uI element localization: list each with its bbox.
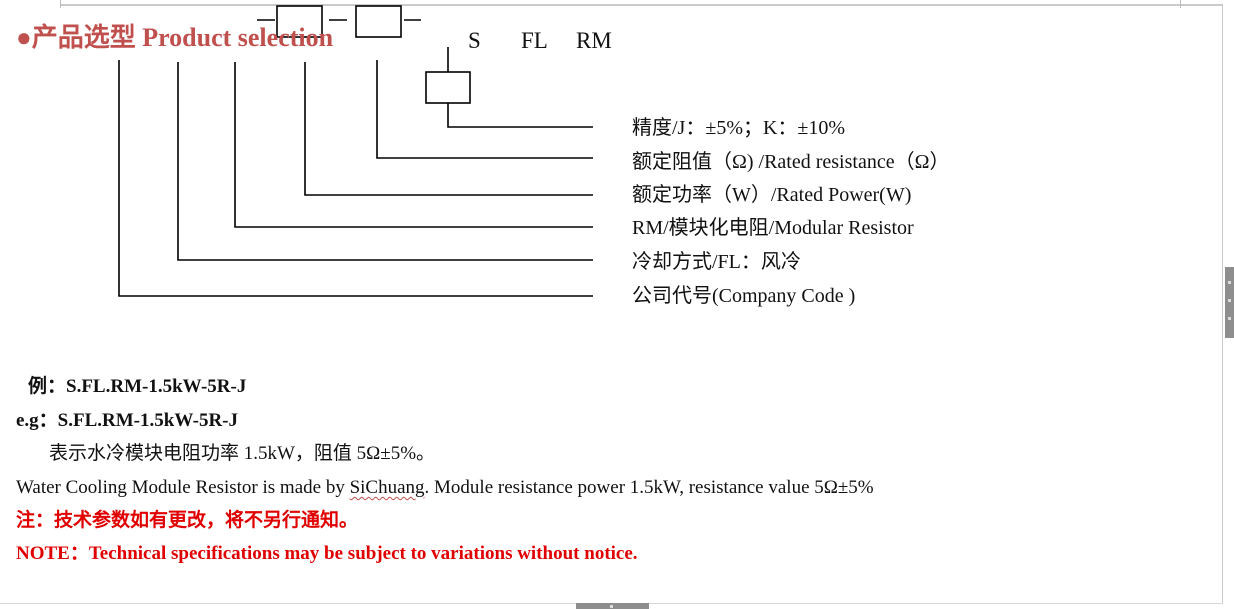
brand-name: SiChuang [349,477,425,498]
note-en: NOTE：Technical specifications may be sub… [16,543,638,564]
leader-line-company [118,60,593,297]
description-cn: 表示水冷模块电阻功率 1.5kW，阻值 5Ω±5%。 [49,443,436,464]
example-cn: 例：S.FL.RM-1.5kW-5R-J [28,376,247,397]
leader-line-resistance [376,60,593,159]
margin-tick [1180,0,1181,8]
label-tolerance: 精度/J：±5%；K：±10% [632,117,846,139]
margin-tick [60,0,61,8]
leader-line-modular [234,62,593,228]
code-part-modular: RM [576,28,612,53]
label-rated-resistance: 额定阻值（Ω) /Rated resistance（Ω） [632,151,950,173]
leader-line-tolerance [447,103,593,128]
leader-line-power [304,62,593,196]
label-company-code: 公司代号(Company Code ) [632,285,856,307]
page-border-top [60,4,1223,6]
power-box [276,5,323,38]
label-cooling-method: 冷却方式/FL：风冷 [632,251,801,273]
scrollbar-thumb[interactable] [1225,267,1234,338]
example-en: e.g：S.FL.RM-1.5kW-5R-J [16,410,238,431]
leader-line-cooling [177,62,593,261]
note-cn: 注：技术参数如有更改，将不另行通知。 [16,510,359,531]
code-part-cooling: FL [521,28,548,53]
description-en-post: . Module resistance power 1.5kW, resista… [424,477,874,498]
description-en: Water Cooling Module Resistor is made by… [16,478,874,497]
code-part-company: S [468,28,481,53]
label-modular-resistor: RM/模块化电阻/Modular Resistor [632,217,914,239]
page-title: ●产品选型 Product selection [16,23,334,52]
description-en-pre: Water Cooling Module Resistor is made by [16,477,350,498]
horizontal-scrollbar-thumb[interactable] [576,603,649,609]
resistance-box [355,5,402,38]
page-border-right [1222,4,1223,604]
tolerance-box [425,71,471,104]
label-rated-power: 额定功率（W）/Rated Power(W) [632,184,912,206]
